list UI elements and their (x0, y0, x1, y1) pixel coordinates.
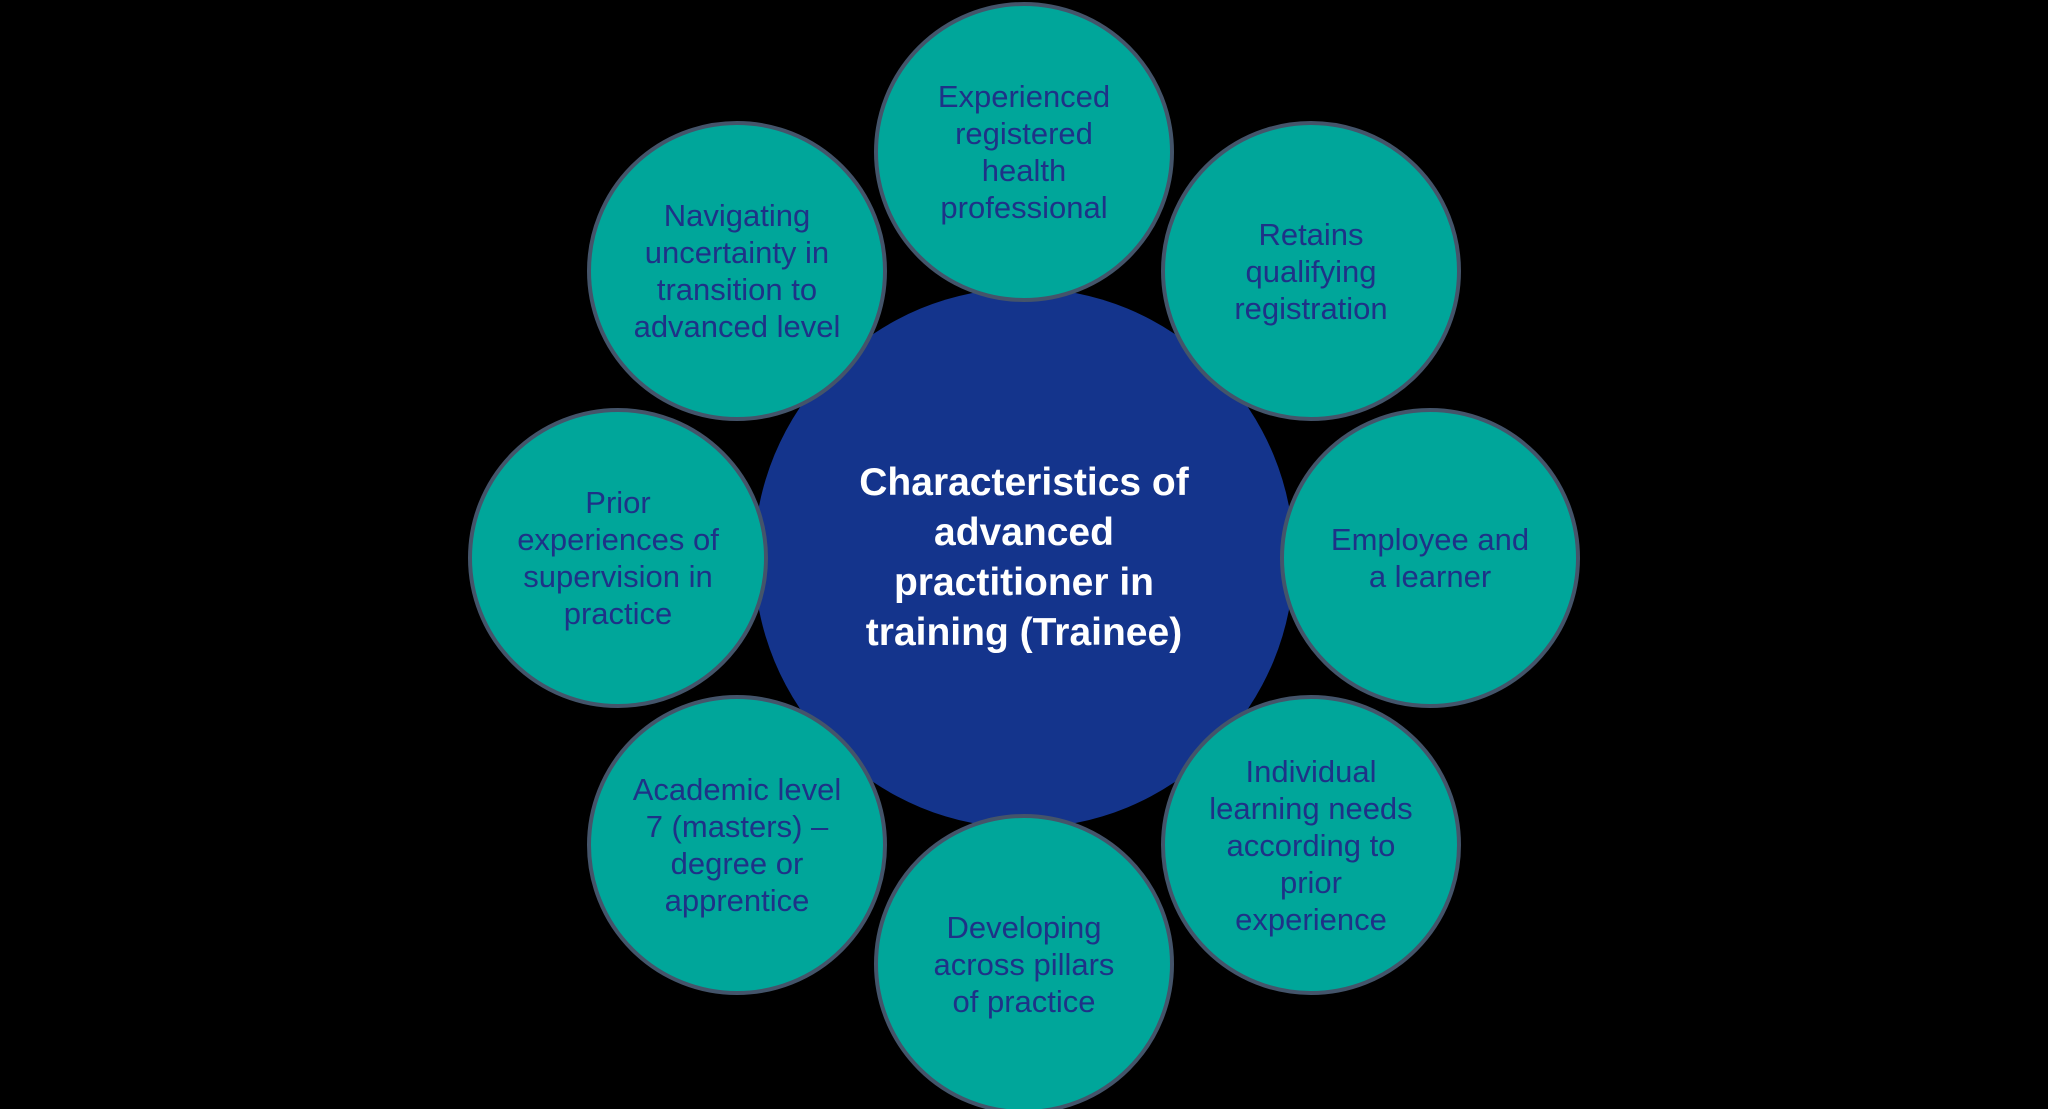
satellite-label-bottom: Developing across pillars of practice (933, 909, 1115, 1019)
satellite-circle-bottom-left: Academic level 7 (masters) – degree or a… (587, 695, 887, 995)
satellite-circle-left: Prior experiences of supervision in prac… (468, 408, 768, 708)
center-circle-label: Characteristics of advanced practitioner… (859, 461, 1189, 654)
satellite-label-top-right: Retains qualifying registration (1234, 216, 1388, 326)
satellite-circle-bottom-right: Individual learning needs according to p… (1161, 695, 1461, 995)
satellite-label-bottom-right: Individual learning needs according to p… (1209, 753, 1413, 937)
center-circle: Characteristics of advanced practitioner… (754, 288, 1294, 828)
satellite-circle-top-right: Retains qualifying registration (1161, 121, 1461, 421)
satellite-label-top: Experienced registered health profession… (937, 79, 1111, 225)
satellite-circle-top-left: Navigating uncertainty in transition to … (587, 121, 887, 421)
satellite-label-top-left: Navigating uncertainty in transition to … (633, 198, 841, 344)
satellite-label-right: Employee and a learner (1330, 522, 1530, 594)
satellite-circle-top: Experienced registered health profession… (874, 2, 1174, 302)
satellite-label-bottom-left: Academic level 7 (masters) – degree or a… (632, 772, 842, 918)
satellite-circle-bottom: Developing across pillars of practice (874, 814, 1174, 1109)
satellite-label-left: Prior experiences of supervision in prac… (517, 485, 719, 631)
satellite-circle-right: Employee and a learner (1280, 408, 1580, 708)
